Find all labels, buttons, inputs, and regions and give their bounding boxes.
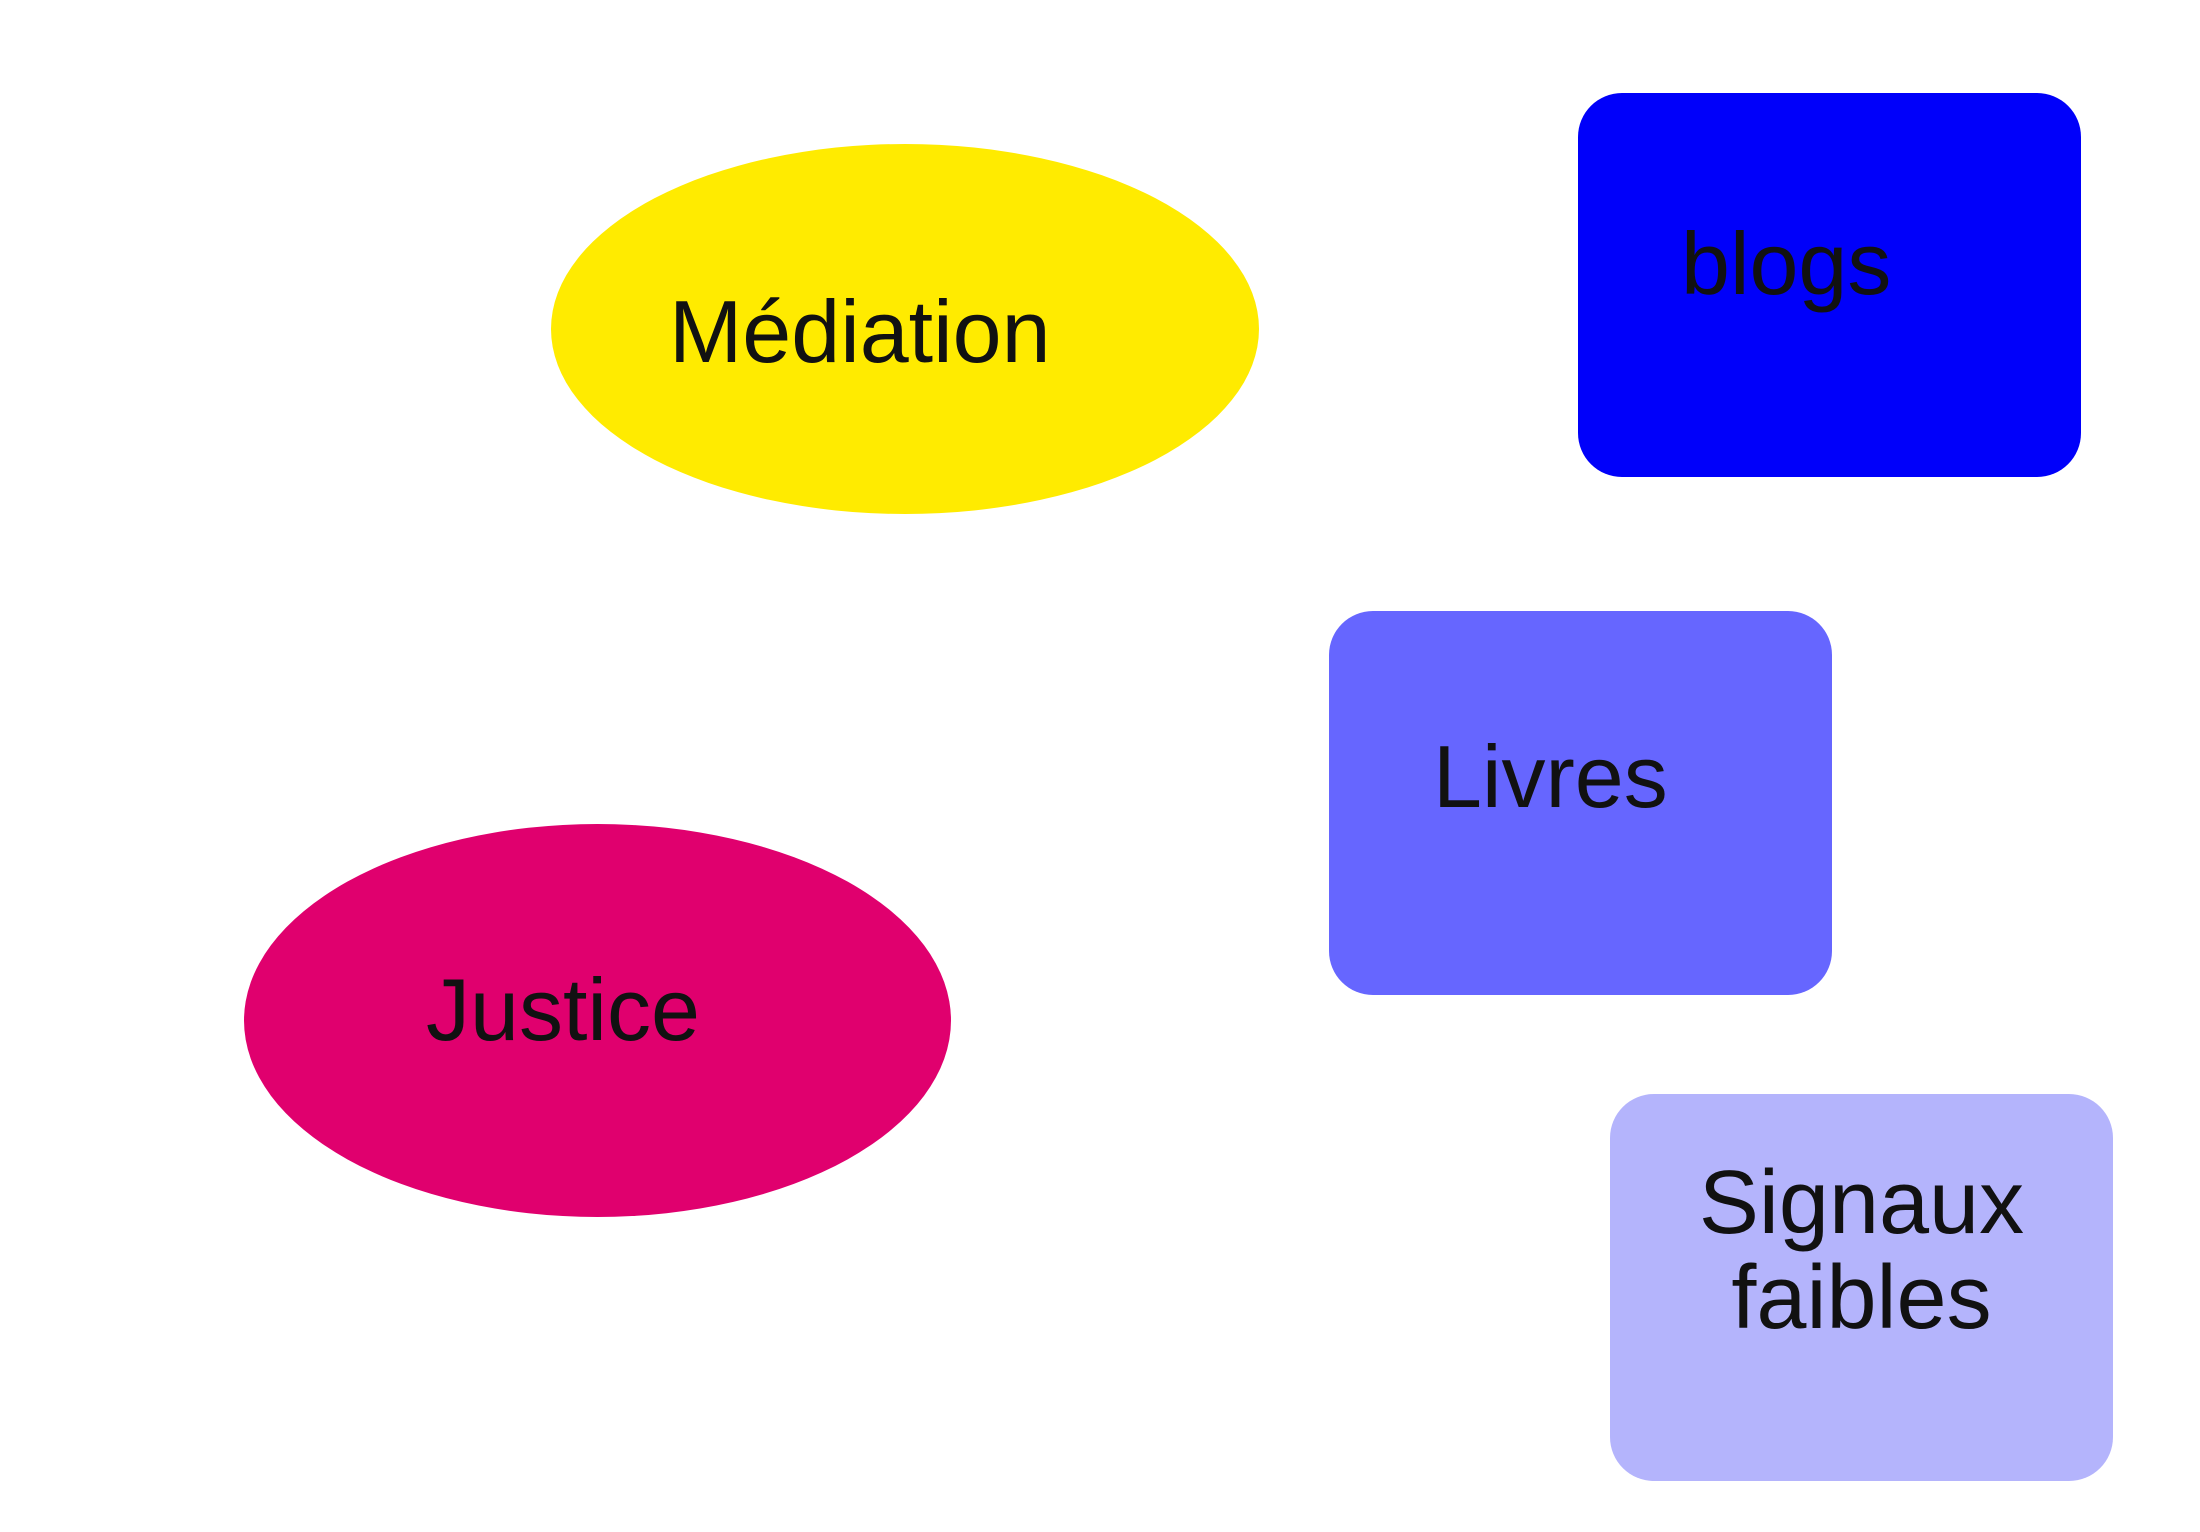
node-signaux-faibles: Signaux faibles	[1610, 1094, 2113, 1481]
node-livres: Livres	[1329, 611, 1832, 995]
node-label-blogs: blogs	[1681, 214, 1892, 313]
node-label-line-2: faibles	[1731, 1248, 1992, 1348]
node-justice: Justice	[244, 824, 951, 1217]
node-label-line-1: Signaux	[1698, 1153, 2025, 1253]
node-blogs: blogs	[1578, 93, 2081, 477]
node-label-justice: Justice	[426, 960, 700, 1059]
node-label-livres: Livres	[1433, 727, 1668, 826]
node-mediation: Médiation	[551, 144, 1259, 514]
node-label-mediation: Médiation	[669, 282, 1051, 381]
node-label-signaux-faibles: Signaux faibles	[1610, 1156, 2113, 1346]
